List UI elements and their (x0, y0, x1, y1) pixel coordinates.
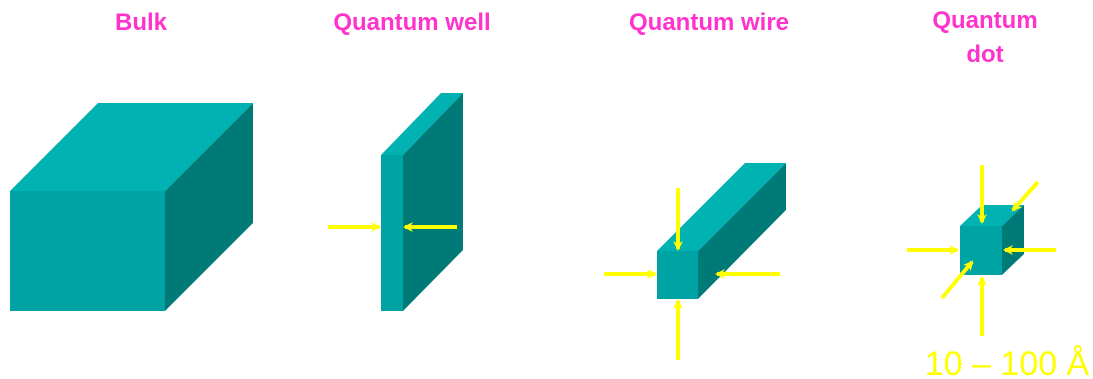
dot-cube-side-face (1002, 205, 1024, 275)
wire-bar-side-face (698, 163, 786, 299)
bulk-cube-side-face (165, 103, 253, 311)
well-slab-side-face (403, 93, 463, 311)
wire-bar-front-face (657, 251, 698, 299)
quantum-wire-bar (657, 163, 786, 299)
dot-cube-top-face (960, 205, 1024, 226)
title-quantum-wire: Quantum wire (629, 9, 789, 36)
quantum-well-slab (381, 93, 463, 311)
dot-arrows (907, 165, 1056, 336)
well-slab-top-face (381, 93, 463, 155)
quantum-dot-cube (960, 205, 1024, 275)
title-quantum-well: Quantum well (333, 9, 490, 36)
arrow-icon (940, 260, 974, 300)
title-bulk: Bulk (115, 9, 168, 36)
well-slab-front-face (381, 155, 403, 311)
size-scale-label: 10 – 100 Å (925, 345, 1090, 379)
bulk-cube-front-face (10, 191, 165, 311)
arrow-icon (1011, 180, 1040, 212)
wire-bar-top-face (657, 163, 786, 251)
title-quantum-dot-line2: dot (966, 41, 1003, 68)
title-quantum-dot-line1: Quantum (932, 7, 1037, 34)
bulk-cube (10, 103, 253, 311)
wire-arrows (604, 188, 780, 360)
bulk-cube-top-face (10, 103, 253, 191)
